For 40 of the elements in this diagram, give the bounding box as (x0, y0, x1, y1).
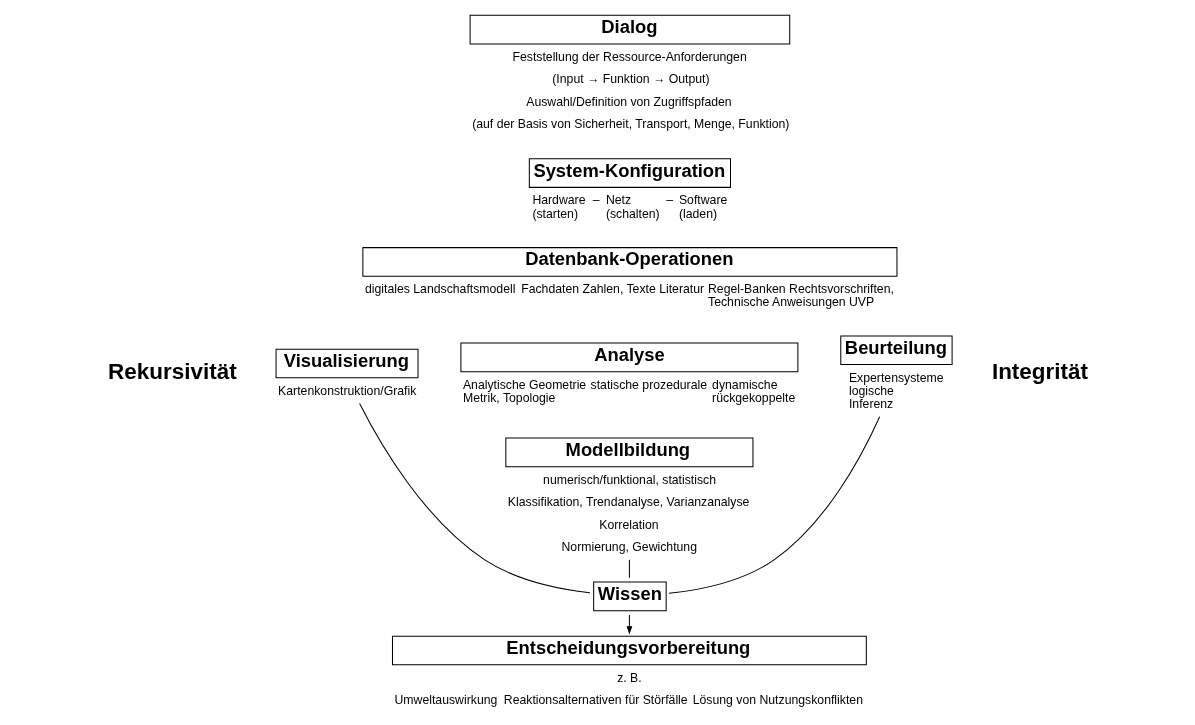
node-label: Software (laden) (678, 193, 727, 221)
node-label: Auswahl/Definition von Zugriffspfaden (525, 94, 732, 109)
node-box: Wissen (592, 581, 667, 612)
node-label: Umweltauswirkung (394, 693, 497, 708)
node-box: Dialog (469, 14, 790, 45)
node-label: digitales Landschaftsmodell (364, 282, 515, 297)
node-label: Fachdaten Zahlen, Texte Literatur (520, 282, 704, 297)
node-label: Netz (schalten) (605, 193, 660, 221)
node-label: Reaktionsalternativen für Störfälle (503, 693, 688, 708)
label: Rekursivität (107, 359, 237, 385)
node-box: System-Konfiguration (528, 158, 731, 188)
node-box: Datenbank-Operationen (361, 247, 897, 277)
node-label: Kartenkonstruktion/Grafik (277, 383, 416, 398)
node-label: Hardware (starten) (531, 193, 585, 221)
node-label: numerisch/funktional, statistisch (542, 472, 716, 487)
node-box: Modellbildung (504, 437, 753, 468)
node-box: Visualisierung (275, 348, 419, 379)
arrow (626, 614, 632, 635)
connector (628, 559, 630, 579)
label: Integrität (991, 359, 1088, 385)
node-label: (Input → Funktion → Output) (551, 72, 710, 87)
connector (358, 403, 590, 594)
node-label: Regel-Banken Rechtsvorschriften, Technische Anweisungen UVP (707, 282, 894, 310)
node-label: Lösung von Nutzungskonflikten (692, 693, 863, 708)
node-label: Normierung, Gewichtung (560, 540, 697, 555)
node-label: Klassifikation, Trendanalyse, Varianzanalyse (507, 495, 749, 510)
connector (667, 416, 880, 594)
node-label: z. B. (616, 670, 642, 685)
node-box: Entscheidungsvorbereitung (391, 635, 867, 666)
node-label: statische prozedurale (590, 377, 707, 392)
node-label: dynamische rückgekoppelte (711, 377, 795, 405)
node-label: Analytische Geometrie Metrik, Topologie (462, 377, 586, 405)
node-label: (auf der Basis von Sicherheit, Transport, Menge, Funktion) (471, 117, 789, 132)
node-box: Beurteilung (839, 335, 953, 366)
node-label: Korrelation (598, 517, 659, 532)
node-label: – (592, 193, 599, 208)
node-box: Analyse (459, 342, 798, 373)
node-label: Expertensysteme logische Inferenz (848, 370, 944, 412)
node-label: – (665, 193, 673, 208)
node-label: Feststellung der Ressource-Anforderungen (511, 49, 747, 64)
